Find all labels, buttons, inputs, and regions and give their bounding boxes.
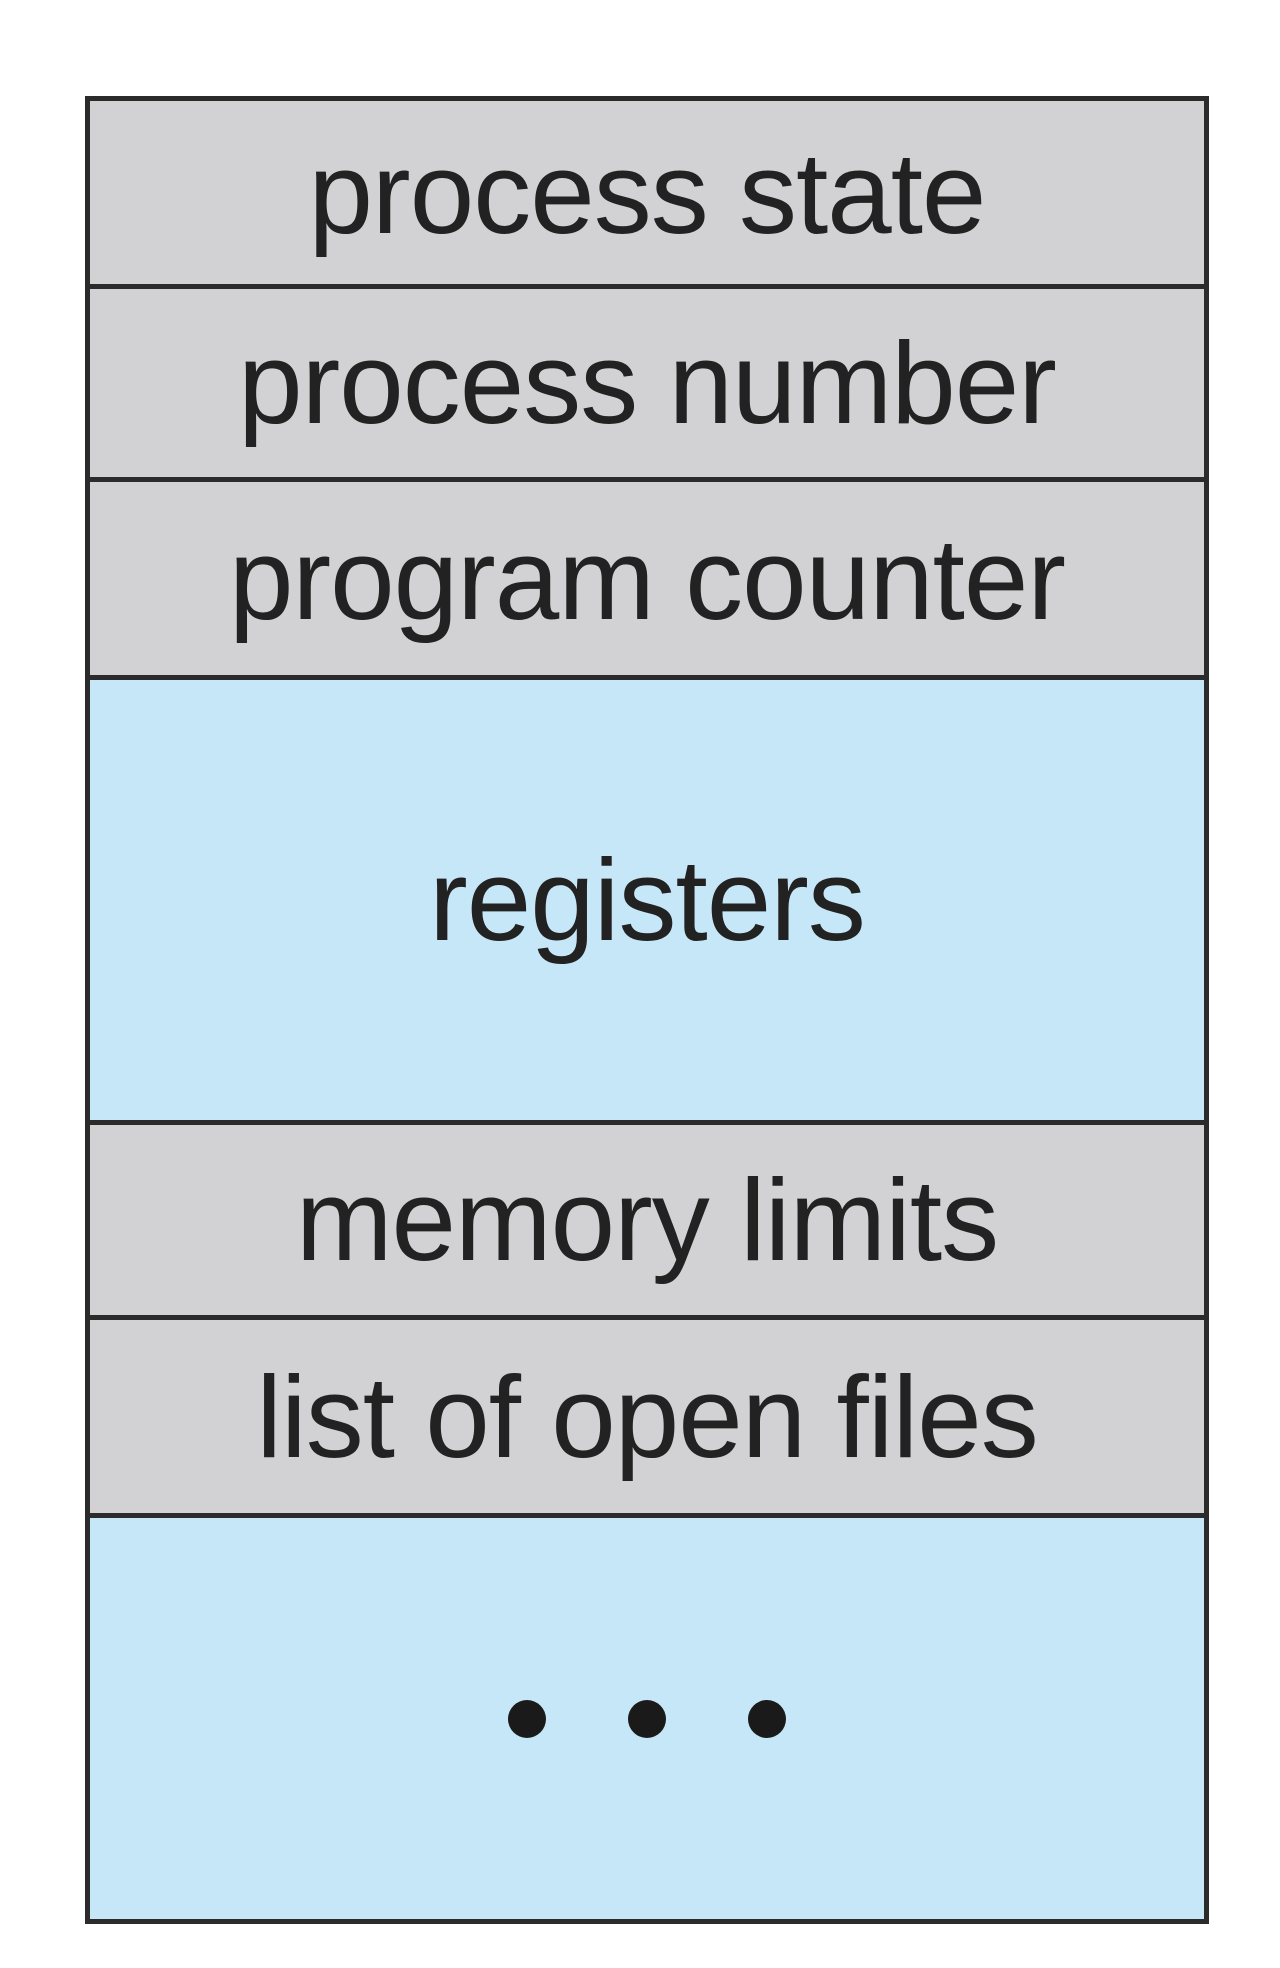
field-label-open-files: list of open files <box>256 1351 1039 1482</box>
field-process-number: process number <box>90 289 1204 482</box>
field-label-process-number: process number <box>238 318 1057 448</box>
field-label-registers: registers <box>429 835 866 965</box>
field-ellipsis <box>90 1518 1204 1919</box>
ellipsis-dot <box>508 1699 546 1738</box>
field-label-process-state: process state <box>308 127 987 258</box>
field-label-memory-limits: memory limits <box>295 1155 999 1285</box>
field-label-program-counter: program counter <box>228 513 1066 644</box>
pcb-diagram: process state process number program cou… <box>85 96 1209 1924</box>
field-memory-limits: memory limits <box>90 1125 1204 1320</box>
ellipsis-dot <box>628 1699 666 1738</box>
ellipsis-icon <box>508 1699 786 1738</box>
ellipsis-dot <box>748 1699 786 1738</box>
field-program-counter: program counter <box>90 482 1204 680</box>
field-process-state: process state <box>90 101 1204 289</box>
field-open-files: list of open files <box>90 1320 1204 1518</box>
field-registers: registers <box>90 680 1204 1125</box>
